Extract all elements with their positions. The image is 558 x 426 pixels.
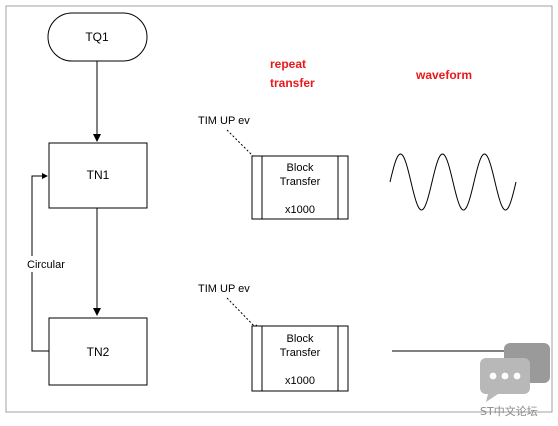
sine-waveform (389, 153, 517, 211)
node-tn1-label: TN1 (87, 168, 110, 182)
node-tn2 (48, 317, 148, 386)
watermark-text: ST中文论坛 (480, 405, 538, 418)
bottom-block-line1: Block (287, 333, 314, 345)
top-block-line1: Block (287, 162, 314, 174)
heading-transfer: transfer (270, 76, 315, 90)
circular-label: Circular (27, 259, 65, 271)
bottom-block-line2: Transfer (280, 347, 321, 359)
outer-frame (5, 5, 553, 413)
top-block-line2: Transfer (280, 176, 321, 188)
heading-repeat: repeat (270, 57, 306, 71)
top-block-count: x1000 (285, 204, 315, 216)
top-trigger-label: TIM UP ev (198, 115, 250, 127)
watermark-logo-icon (480, 343, 550, 402)
circular-label-bg (26, 256, 72, 272)
node-tn2-label: TN2 (87, 345, 110, 359)
top-block-transfer (251, 155, 349, 220)
heading-waveform: waveform (415, 68, 472, 82)
bottom-trigger-label: TIM UP ev (198, 283, 250, 295)
bottom-block-transfer (251, 325, 349, 392)
bottom-trigger-arrow (226, 297, 259, 331)
node-tn1 (48, 142, 148, 209)
node-tq1-label: TQ1 (85, 30, 109, 44)
bottom-block-count: x1000 (285, 375, 315, 387)
